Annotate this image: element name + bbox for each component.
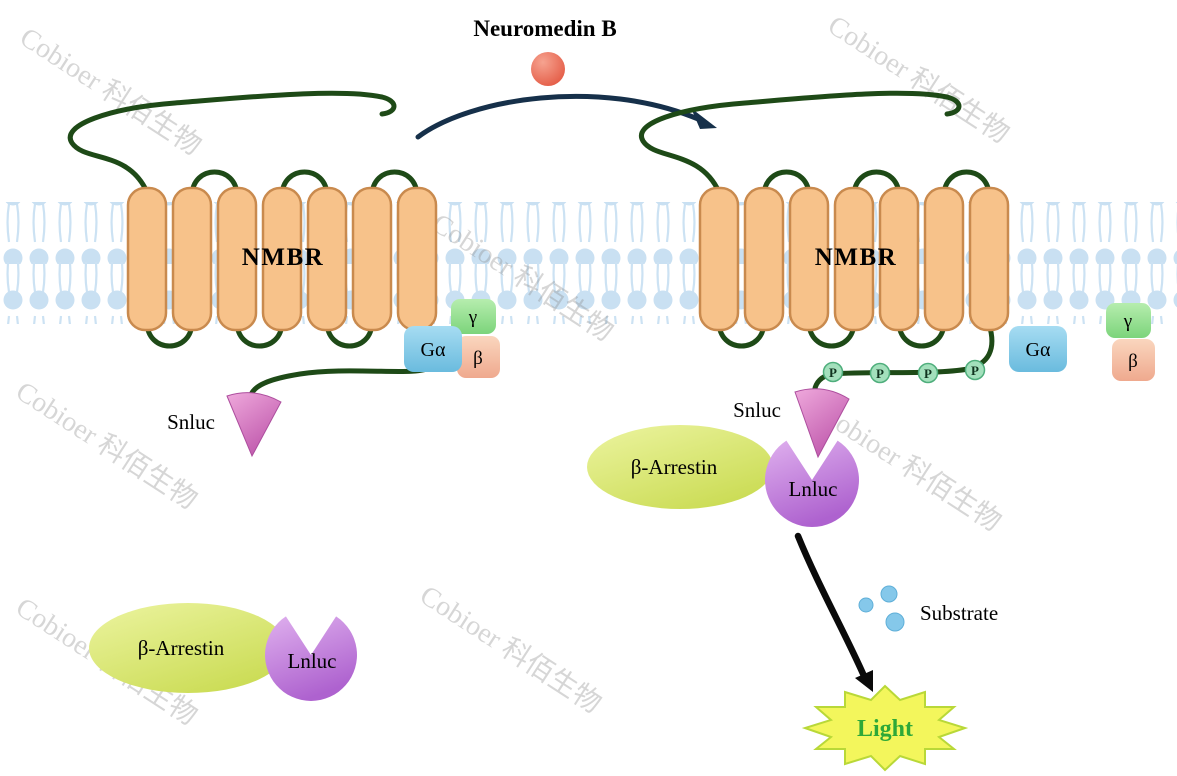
g-alpha-subunit bbox=[404, 326, 462, 372]
light-label: Light bbox=[857, 716, 913, 742]
beta-subunit bbox=[1112, 339, 1155, 381]
gamma-subunit bbox=[451, 299, 496, 334]
substrate-dot-icon bbox=[885, 612, 905, 632]
snluc-label: Snluc bbox=[167, 410, 215, 434]
g-alpha-label: Gα bbox=[1026, 339, 1051, 361]
receptor-name-label: NMBR bbox=[815, 244, 897, 271]
beta-subunit bbox=[457, 336, 500, 378]
left-arrestin-complex: β-Arrestin Lnluc bbox=[89, 603, 358, 701]
watermark-text: Cobioer 科佰生物 bbox=[14, 21, 207, 162]
c-terminus-phosphorylated bbox=[812, 321, 995, 399]
g-alpha-subunit bbox=[1009, 326, 1067, 372]
lnluc-pacman bbox=[265, 616, 358, 701]
phosphate-label: P bbox=[876, 366, 884, 381]
left-receptor: NMBR bbox=[67, 90, 438, 398]
tm-helix bbox=[306, 186, 348, 332]
phosphorylation-sites: P P P P bbox=[822, 359, 986, 384]
activation-arrow bbox=[415, 93, 717, 140]
tm-helix bbox=[216, 186, 258, 332]
tm-helix bbox=[743, 186, 785, 332]
left-g-protein: Gα γ β bbox=[404, 299, 500, 378]
snluc-wedge bbox=[226, 392, 282, 458]
right-g-protein: Gα γ β bbox=[1009, 303, 1155, 381]
phosphate-icon bbox=[964, 359, 986, 381]
g-alpha-label: Gα bbox=[421, 339, 446, 361]
tm-helix bbox=[261, 186, 303, 332]
tm-helix bbox=[833, 186, 875, 332]
tm-helix bbox=[698, 186, 740, 332]
watermark-text: Cobioer 科佰生物 bbox=[10, 375, 203, 516]
tm-helix bbox=[923, 186, 965, 332]
watermark-text: Cobioer 科佰生物 bbox=[822, 9, 1015, 150]
substrate-dot-icon bbox=[858, 597, 874, 613]
tm-helix bbox=[351, 186, 393, 332]
light-burst: Light bbox=[801, 684, 969, 772]
snluc-wedge bbox=[794, 388, 850, 459]
tm-helix bbox=[968, 186, 1010, 332]
lnluc-label: Lnluc bbox=[288, 649, 337, 673]
gamma-label: γ bbox=[468, 307, 477, 328]
tm-helix bbox=[126, 186, 168, 332]
activation-arrow-shaft bbox=[415, 93, 701, 140]
reaction-arrowhead-icon bbox=[855, 670, 873, 692]
snluc-label: Snluc bbox=[733, 398, 781, 422]
gamma-subunit bbox=[1106, 303, 1151, 338]
beta-arrestin-label: β-Arrestin bbox=[631, 455, 718, 479]
phosphate-icon bbox=[822, 361, 844, 383]
reaction-arrow bbox=[794, 532, 873, 692]
lnluc-pacman bbox=[765, 440, 859, 528]
watermark-text: Cobioer 科佰生物 bbox=[414, 579, 607, 720]
beta-label: β bbox=[1128, 351, 1138, 372]
beta-arrestin-label: β-Arrestin bbox=[138, 636, 225, 660]
left-snluc: Snluc bbox=[167, 392, 282, 458]
ligand-ball bbox=[531, 52, 565, 86]
substrate-dot-icon bbox=[880, 585, 898, 603]
right-receptor: NMBR P P P P bbox=[638, 90, 1010, 399]
substrate-label: Substrate bbox=[920, 601, 998, 625]
n-terminus bbox=[638, 90, 962, 195]
right-arrestin-complex: Snluc β-Arrestin Lnluc bbox=[587, 388, 859, 528]
substrate: Substrate bbox=[858, 585, 998, 632]
tm-helix bbox=[396, 186, 438, 332]
beta-arrestin-body bbox=[89, 603, 287, 693]
phosphate-icon bbox=[917, 362, 939, 384]
phosphate-label: P bbox=[924, 366, 932, 381]
phosphate-icon bbox=[869, 362, 891, 384]
beta-label: β bbox=[473, 348, 483, 369]
reaction-arrow-shaft bbox=[794, 532, 868, 680]
ligand: Neuromedin B bbox=[473, 16, 617, 86]
tm-helix bbox=[788, 186, 830, 332]
beta-arrestin-body bbox=[587, 425, 773, 509]
activation-arrowhead-icon bbox=[691, 108, 717, 129]
n-terminus bbox=[67, 90, 397, 195]
ligand-name-label: Neuromedin B bbox=[473, 16, 616, 41]
tm-helix bbox=[171, 186, 213, 332]
gamma-label: γ bbox=[1123, 311, 1132, 332]
tm-helix bbox=[878, 186, 920, 332]
receptor-name-label: NMBR bbox=[242, 244, 324, 271]
phosphate-label: P bbox=[829, 365, 837, 380]
lnluc-label: Lnluc bbox=[789, 477, 838, 501]
phosphate-label: P bbox=[971, 363, 979, 378]
starburst-icon bbox=[801, 684, 969, 772]
